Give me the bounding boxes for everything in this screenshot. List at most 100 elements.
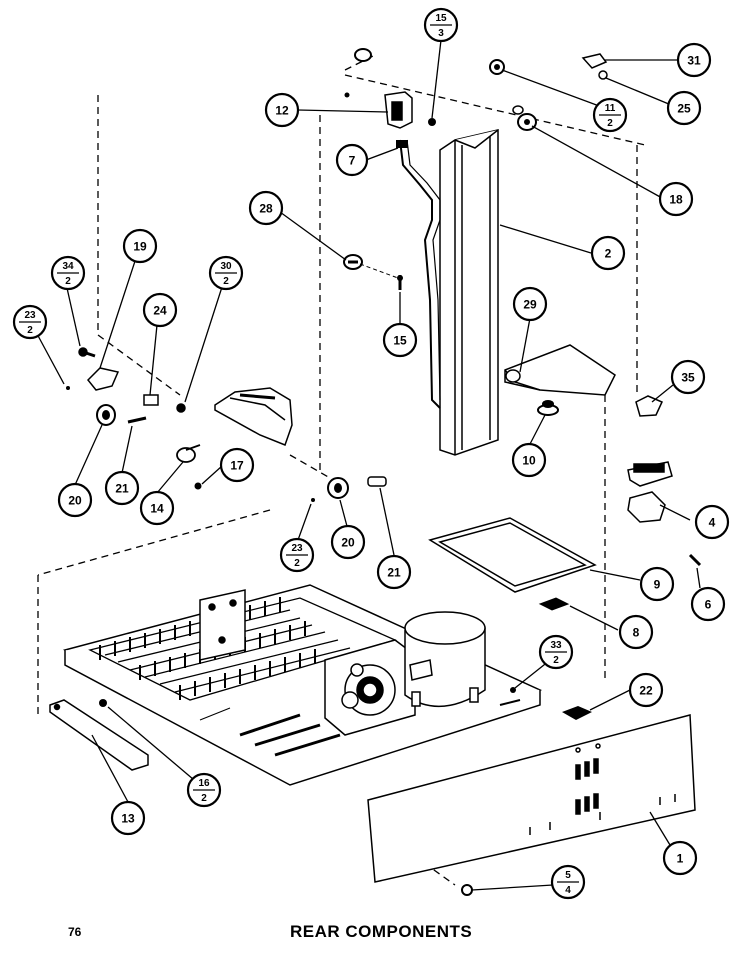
- callout-17: 17: [219, 447, 255, 483]
- evaporator-fan-shroud: [214, 387, 293, 446]
- part-1-access-panel: [367, 714, 696, 883]
- screw-5-4: [461, 884, 473, 896]
- part-12-bracket: [384, 91, 413, 129]
- screw-23-2-left: [66, 386, 70, 390]
- callout-30-2-top: 30: [220, 261, 232, 272]
- callout-31: 31: [676, 42, 712, 78]
- callout-11-2: 112: [592, 97, 628, 133]
- callout-13-label: 13: [121, 812, 135, 826]
- screw-33-2: [510, 687, 516, 693]
- part-18-fitting: [512, 105, 537, 131]
- callout-4: 4: [694, 504, 730, 540]
- callout-15-3: 153: [423, 7, 459, 43]
- coil-bracket: [199, 589, 246, 661]
- part-20-washer-left: [96, 404, 116, 426]
- callout-1: 1: [662, 840, 698, 876]
- callout-5-4-top: 5: [565, 870, 571, 881]
- grommet-top: [354, 48, 372, 62]
- callout-14: 14: [139, 490, 175, 526]
- callout-7: 7: [335, 143, 369, 177]
- callout-5-4: 54: [550, 864, 586, 900]
- callout-12-label: 12: [275, 104, 289, 118]
- callout-23-2-left-bottom: 2: [27, 325, 33, 336]
- callout-31-label: 31: [687, 54, 701, 68]
- callout-30-2-bottom: 2: [223, 276, 229, 287]
- part-29-drain-trough: [504, 344, 616, 396]
- part-11-plug: [489, 59, 505, 75]
- callout-11-2-top: 11: [605, 103, 616, 114]
- callout-8-label: 8: [633, 626, 640, 640]
- callout-23-2-center-bottom: 2: [294, 558, 300, 569]
- callout-23-2-center: 232: [279, 537, 315, 573]
- left-bracket-assembly: [78, 347, 186, 413]
- part-4-overload: [627, 461, 673, 523]
- callout-1-label: 1: [677, 852, 684, 866]
- callout-19: 19: [122, 228, 158, 264]
- callout-21-left-label: 21: [115, 482, 129, 496]
- fastener-top-left: [344, 92, 350, 98]
- part-9-drain-pan: [428, 517, 597, 593]
- callout-19-label: 19: [133, 240, 147, 254]
- part-14-clip: [176, 444, 201, 463]
- callout-18: 18: [658, 181, 694, 217]
- callout-7-label: 7: [349, 154, 356, 168]
- callout-18-label: 18: [669, 193, 683, 207]
- callout-30-2: 302: [208, 255, 244, 291]
- part-7-tube: [399, 139, 441, 409]
- callout-25-label: 25: [677, 102, 691, 116]
- callout-9: 9: [639, 566, 675, 602]
- part-15-screw: [397, 275, 403, 290]
- callout-23-2-left: 232: [12, 304, 48, 340]
- callout-29-label: 29: [523, 298, 537, 312]
- callout-28: 28: [248, 190, 284, 226]
- part-6-screw: [688, 553, 702, 567]
- callout-22: 22: [628, 672, 664, 708]
- callout-15-3-bottom: 3: [438, 28, 444, 39]
- callout-20-center-label: 20: [341, 536, 355, 550]
- callout-20-left-label: 20: [68, 494, 82, 508]
- callout-35-label: 35: [681, 371, 695, 385]
- callout-13: 13: [110, 800, 146, 836]
- diagram-title: REAR COMPONENTS: [290, 922, 473, 941]
- screw-16-2: [99, 699, 107, 707]
- part-8-pad: [538, 597, 570, 611]
- callout-6: 6: [690, 586, 726, 622]
- callout-15-label: 15: [393, 334, 407, 348]
- callout-5-4-bottom: 4: [565, 885, 571, 896]
- callout-22-label: 22: [639, 684, 653, 698]
- callout-4-label: 4: [709, 516, 716, 530]
- page-number: 76: [68, 925, 82, 939]
- callout-20-left: 20: [57, 482, 93, 518]
- callout-2: 2: [590, 235, 626, 271]
- callout-34-2-top: 34: [62, 261, 74, 272]
- callout-33-2: 332: [538, 634, 574, 670]
- callout-15-3-top: 15: [435, 13, 447, 24]
- screw-23-2-center: [311, 498, 315, 502]
- fastener-15-3: [428, 118, 436, 126]
- callout-24: 24: [142, 292, 178, 328]
- callout-33-2-top: 33: [550, 640, 562, 651]
- part-35-relay: [635, 395, 664, 417]
- part-17-screw: [194, 482, 202, 490]
- callout-35: 35: [670, 359, 706, 395]
- callout-10: 10: [511, 442, 547, 478]
- part-21-screw-center: [367, 476, 387, 487]
- callout-11-2-bottom: 2: [607, 118, 613, 129]
- part-13-bracket: [49, 699, 149, 771]
- callout-33-2-bottom: 2: [553, 655, 559, 666]
- callout-16-2: 162: [186, 772, 222, 808]
- callout-21-center: 21: [376, 554, 412, 590]
- callout-20-center: 20: [330, 524, 366, 560]
- callout-12: 12: [264, 92, 300, 128]
- callout-10-label: 10: [522, 454, 536, 468]
- callout-16-2-top: 16: [198, 778, 210, 789]
- callout-16-2-bottom: 2: [201, 793, 207, 804]
- callout-23-2-center-top: 23: [291, 543, 303, 554]
- callout-34-2: 342: [50, 255, 86, 291]
- callout-34-2-bottom: 2: [65, 276, 71, 287]
- callout-25: 25: [666, 90, 702, 126]
- compressor: [404, 611, 486, 707]
- callout-8: 8: [618, 614, 654, 650]
- callout-2-label: 2: [605, 247, 612, 261]
